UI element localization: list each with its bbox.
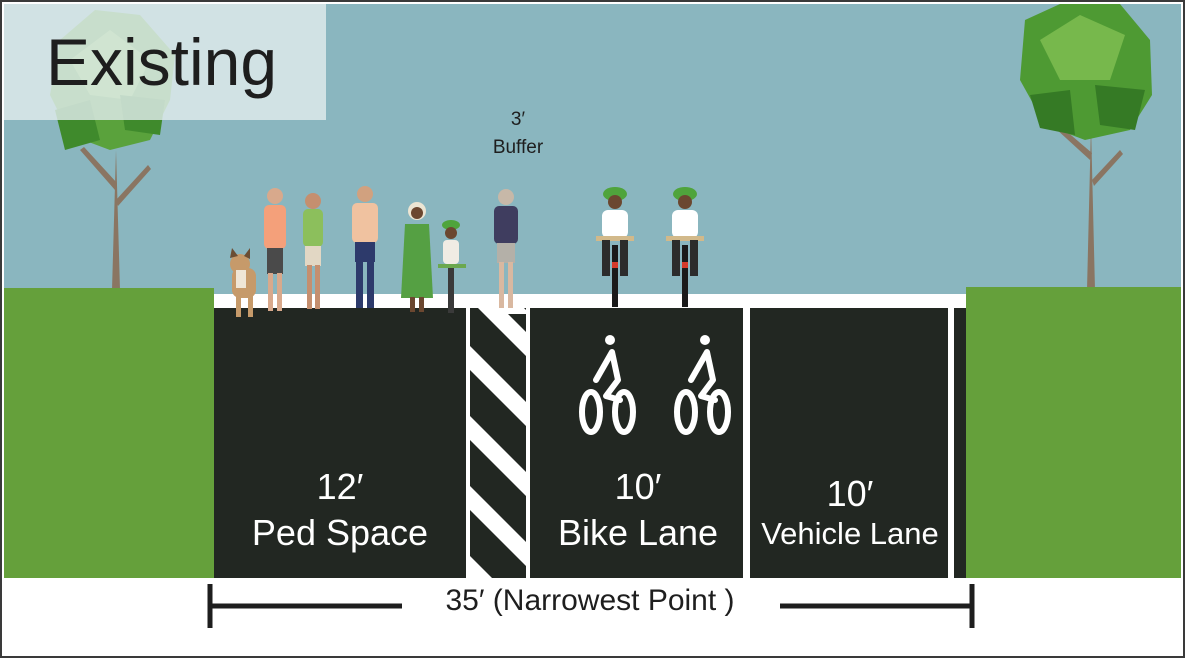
- bike-lane-symbol-icon: [579, 335, 636, 435]
- ped-space-name: Ped Space: [251, 512, 429, 553]
- stripe-buffer-left: [466, 308, 470, 578]
- pedestrian-icon: [264, 188, 286, 311]
- tree-icon: [1020, 4, 1152, 290]
- grass-left: [4, 288, 214, 578]
- buffer-width: 3′: [510, 109, 526, 130]
- vehicle-lane-label: 10′ Vehicle Lane: [750, 474, 950, 554]
- stripe-vehicle-edge: [948, 308, 954, 578]
- cyclist-icon: [596, 187, 634, 307]
- dimension-line: [207, 584, 975, 628]
- stripe-buffer-right: [526, 308, 530, 578]
- bike-lane-label: 10′ Bike Lane: [530, 464, 746, 556]
- pedestrian-icon: [401, 202, 433, 312]
- buffer-name: Buffer: [492, 137, 544, 158]
- dog-icon: [230, 248, 256, 317]
- bike-lane-name: Bike Lane: [557, 512, 719, 553]
- buffer-hatch: [470, 308, 526, 578]
- total-width-label: 35′ (Narrowest Point ): [445, 584, 735, 617]
- bike-lane-symbol-icon: [674, 335, 731, 435]
- cyclist-icon: [666, 187, 704, 307]
- ped-space-width: 12′: [316, 466, 364, 507]
- pedestrian-icon: [494, 189, 518, 308]
- stripe-bike-vehicle: [743, 308, 750, 578]
- vehicle-lane-name: Vehicle Lane: [761, 516, 939, 551]
- pedestrian-icon: [352, 186, 378, 308]
- page-title: Existing: [46, 25, 278, 99]
- ped-space-label: 12′ Ped Space: [214, 464, 466, 556]
- pavement: [214, 308, 966, 578]
- bike-lane-width: 10′: [614, 466, 662, 507]
- title-panel: Existing: [4, 4, 326, 120]
- pedestrian-icon: [438, 220, 466, 313]
- pedestrian-icon: [303, 193, 323, 309]
- buffer-label: 3′ Buffer: [470, 106, 566, 162]
- vehicle-lane-width: 10′: [826, 473, 874, 514]
- grass-right: [966, 287, 1181, 578]
